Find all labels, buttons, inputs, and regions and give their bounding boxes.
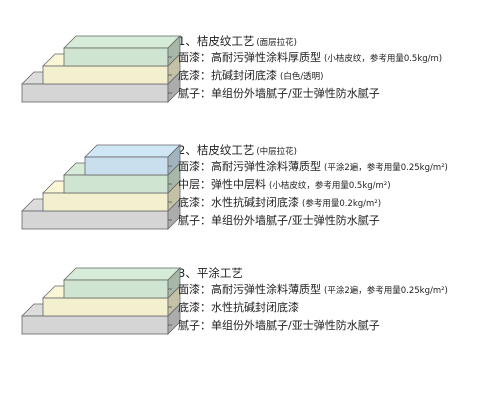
process-diagram-2: 2、桔皮纹工艺(中层拉花) 腻子：单组份外墙腻子/亚士弹性防水腻子底漆：水性抗碱封… (21, 143, 448, 230)
layer-label: 腻子：单组份外墙腻子/亚士弹性防水腻子 (178, 318, 380, 332)
layer-label: 中层：弹性中层料(小桔皮纹，参考用量0.5kg/m²) (178, 177, 391, 191)
layer-block-green (63, 267, 181, 299)
layer-label: 腻子：单组份外墙腻子/亚士弹性防水腻子 (178, 213, 380, 227)
layer-label: 腻子：单组份外墙腻子/亚士弹性防水腻子 (178, 86, 380, 100)
layer-label: 面漆：高耐污弹性涂料薄质型(平涂2遍，参考用量0.25kg/m²) (178, 159, 448, 173)
diagram-title: 2、桔皮纹工艺(中层拉花) (178, 143, 297, 157)
layer-label: 底漆：水性抗碱封闭底漆 (178, 300, 299, 314)
layer-label: 底漆：抗碱封闭底漆(白色/透明) (178, 68, 324, 82)
layer-label: 面漆：高耐污弹性涂料厚质型(小桔皮纹，参考用量0.5kg/m) (178, 50, 442, 64)
diagram-title: 3、平涂工艺 (178, 266, 243, 280)
diagram-title: 1、桔皮纹工艺(面层拉花) (178, 34, 297, 48)
layer-label: 面漆：高耐污弹性涂料薄质型(平涂2遍，参考用量0.25kg/m²) (178, 282, 448, 296)
layer-label: 底漆：水性抗碱封闭底漆(参考用量0.2kg/m²) (178, 195, 381, 209)
layer-block-green (63, 35, 181, 67)
process-diagram-1: 1、桔皮纹工艺(面层拉花) 腻子：单组份外墙腻子/亚士弹性防水腻子底漆：抗碱封闭底… (21, 34, 442, 103)
layer-block-blue (84, 144, 181, 176)
